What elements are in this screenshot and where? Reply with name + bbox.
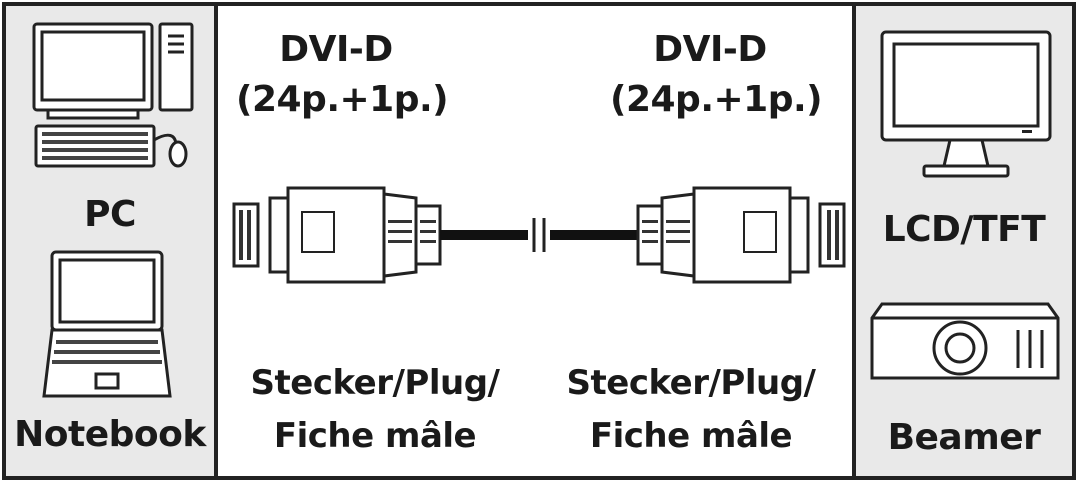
monitor-icon <box>880 30 1052 178</box>
notebook-icon <box>42 250 172 398</box>
dvi-plug-icon <box>636 186 846 284</box>
dvi-cable-icon <box>232 186 846 284</box>
left-connector-type: DVI-D <box>279 29 393 70</box>
monitor-label: LCD/TFT <box>882 209 1046 250</box>
projector-icon <box>870 302 1060 380</box>
right-gender-line1: Stecker/Plug/ <box>566 363 816 403</box>
right-connector-type: DVI-D <box>653 29 767 70</box>
divider-right <box>852 2 856 480</box>
cable-icon <box>440 218 638 252</box>
left-connector-pins: (24p.+1p.) <box>236 79 449 120</box>
projector-label: Beamer <box>887 417 1041 458</box>
pc-label: PC <box>84 194 136 235</box>
desktop-pc-icon <box>32 22 194 168</box>
dvi-plug-icon <box>232 186 442 284</box>
notebook-label: Notebook <box>14 414 206 455</box>
right-connector-pins: (24p.+1p.) <box>610 79 823 120</box>
divider-left <box>214 2 218 480</box>
right-gender-line2: Fiche mâle <box>589 416 793 456</box>
left-gender-line2: Fiche mâle <box>273 416 477 456</box>
left-gender-line1: Stecker/Plug/ <box>250 363 500 403</box>
